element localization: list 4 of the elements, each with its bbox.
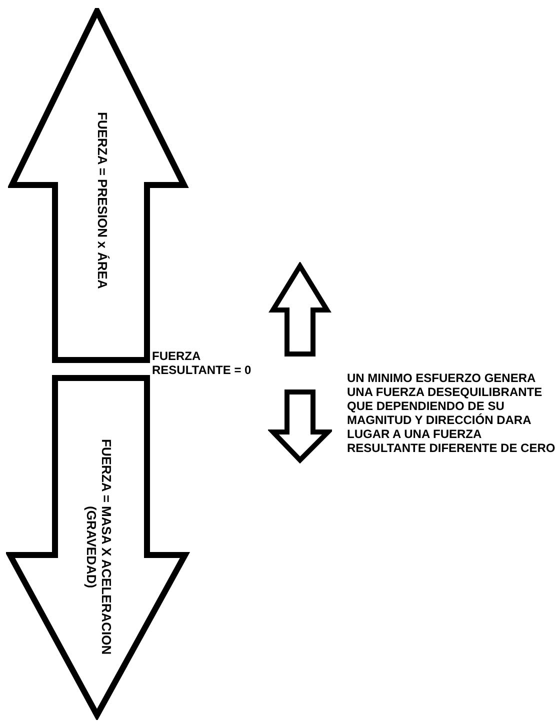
result-note: FUERZA RESULTANTE = 0 bbox=[152, 349, 252, 377]
arrow-label: FUERZA = PRESION x ÁREA bbox=[94, 111, 110, 291]
explanation-note: UN MINIMO ESFUERZO GENERA UNA FUERZA DESEQUILIBRANTE QUE DEPENDIENDO DE SU MAGNITUD Y DIRECCIÓN DARA LUGAR A UNA FUERZA RESULTANTE DIFERENTE DE CERO bbox=[347, 371, 556, 455]
arrow-label: FUERZA = MASA X ACELERACION (GRAVEDAD) bbox=[83, 438, 114, 657]
